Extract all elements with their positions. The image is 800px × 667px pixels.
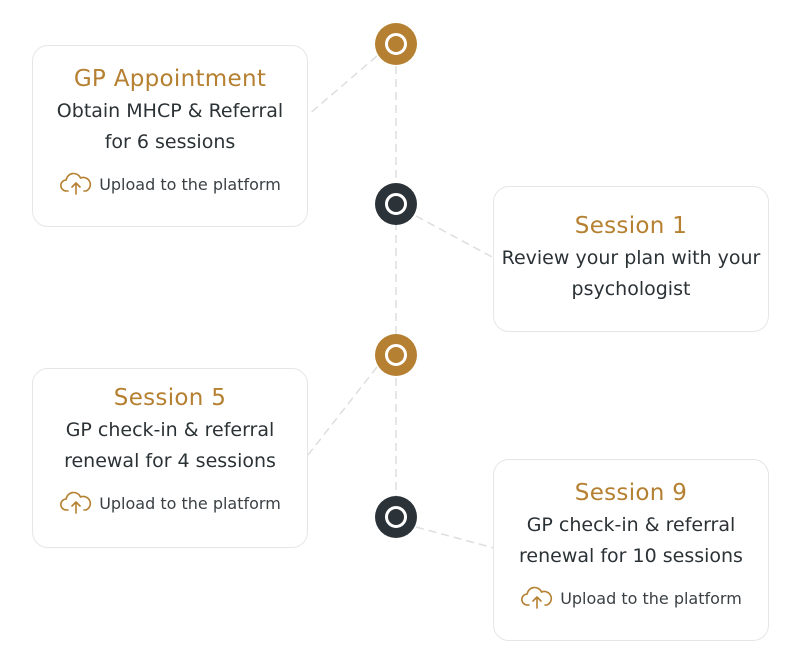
node-ring [385, 344, 407, 366]
step-description: Review your plan with your psychologist [494, 243, 768, 305]
step-description-line: renewal for 4 sessions [64, 450, 276, 472]
step-card-session-9: Session 9 GP check-in & referral renewal… [493, 459, 769, 641]
timeline-node-3 [375, 334, 417, 376]
node-ring [385, 506, 407, 528]
step-description-line: GP check-in & referral [526, 514, 736, 536]
connector-step-3 [307, 366, 378, 456]
step-card-session-5: Session 5 GP check-in & referral renewal… [32, 368, 308, 548]
timeline-node-4 [375, 496, 417, 538]
connector-step-4 [415, 526, 495, 549]
step-description-line: renewal for 10 sessions [519, 545, 743, 567]
step-title: Session 1 [574, 213, 688, 239]
step-description-line: for 6 sessions [104, 131, 236, 153]
step-description: Obtain MHCP & Referral for 6 sessions [33, 96, 307, 158]
connector-step-1 [307, 55, 378, 116]
cloud-upload-icon [520, 586, 554, 610]
cloud-upload-icon [59, 172, 93, 196]
step-description-line: Obtain MHCP & Referral [56, 100, 284, 122]
node-ring [385, 193, 407, 215]
connector-step-2 [415, 215, 495, 259]
upload-label: Upload to the platform [99, 174, 281, 194]
step-description: GP check-in & referral renewal for 4 ses… [33, 415, 307, 477]
step-title: GP Appointment [73, 66, 267, 92]
step-description-line: GP check-in & referral [65, 419, 275, 441]
step-card-session-1: Session 1 Review your plan with your psy… [493, 186, 769, 332]
upload-link[interactable]: Upload to the platform [33, 491, 307, 515]
step-description-line: Review your plan with your [501, 247, 761, 269]
timeline-node-1 [375, 23, 417, 65]
node-ring [385, 33, 407, 55]
cloud-upload-icon [59, 491, 93, 515]
step-description-line: psychologist [571, 278, 691, 300]
upload-link[interactable]: Upload to the platform [33, 172, 307, 196]
step-title: Session 9 [574, 480, 688, 506]
upload-link[interactable]: Upload to the platform [494, 586, 768, 610]
step-description: GP check-in & referral renewal for 10 se… [494, 510, 768, 572]
step-card-gp-appointment: GP Appointment Obtain MHCP & Referral fo… [32, 45, 308, 227]
step-title: Session 5 [113, 385, 227, 411]
upload-label: Upload to the platform [560, 588, 742, 608]
timeline-node-2 [375, 183, 417, 225]
upload-label: Upload to the platform [99, 493, 281, 513]
